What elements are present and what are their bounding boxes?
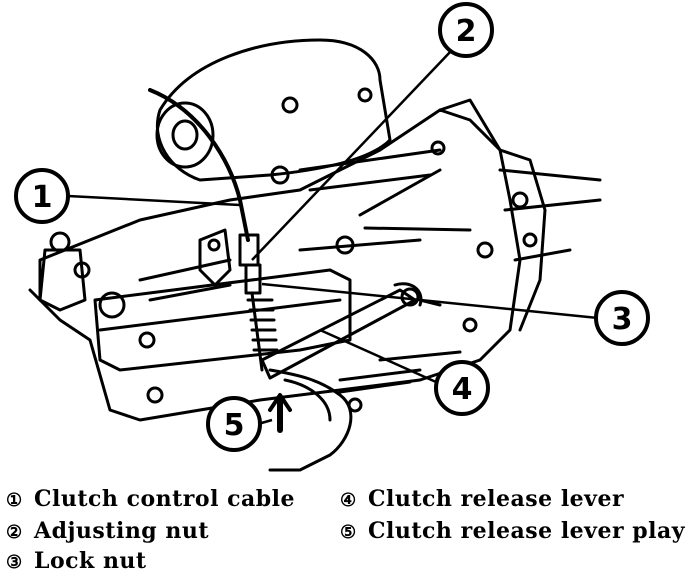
leader-1 [67, 194, 241, 207]
legend-item-2: ② Adjusting nut [6, 518, 209, 544]
legend-text-2: Adjusting nut [34, 518, 210, 544]
legend-marker-3: ③ [6, 552, 23, 573]
callout-1: 1 [14, 168, 70, 224]
callout-5: 5 [206, 396, 262, 452]
legend-marker-4: ④ [340, 490, 357, 511]
legend-item-4: ④ Clutch release lever [340, 486, 624, 512]
legend-text-1: Clutch control cable [34, 486, 295, 512]
callout-4: 4 [434, 360, 490, 416]
legend-item-5: ⑤ Clutch release lever play [340, 518, 685, 544]
legend-text-4: Clutch release lever [368, 486, 625, 512]
callout-3: 3 [594, 290, 650, 346]
legend-marker-2: ② [6, 522, 23, 543]
callout-5-label: 5 [224, 408, 245, 443]
callout-3-label: 3 [612, 302, 633, 337]
legend-marker-5: ⑤ [340, 522, 357, 543]
legend: ① Clutch control cable ② Adjusting nut ③ Lo… [0, 486, 688, 576]
legend-text-5: Clutch release lever play [368, 518, 685, 544]
callout-2-label: 2 [456, 14, 477, 49]
transmission-illustration [28, 38, 602, 472]
legend-item-1: ① Clutch control cable [6, 486, 295, 512]
callout-1-label: 1 [32, 180, 53, 215]
legend-item-3: ③ Lock nut [6, 548, 147, 574]
legend-marker-1: ① [6, 490, 23, 511]
leader-2 [251, 49, 453, 261]
legend-text-3: Lock nut [34, 548, 147, 574]
leader-lines [67, 49, 599, 426]
callout-4-label: 4 [452, 372, 473, 407]
leader-3 [261, 282, 599, 320]
leader-4 [319, 328, 437, 384]
callout-2: 2 [438, 2, 494, 58]
